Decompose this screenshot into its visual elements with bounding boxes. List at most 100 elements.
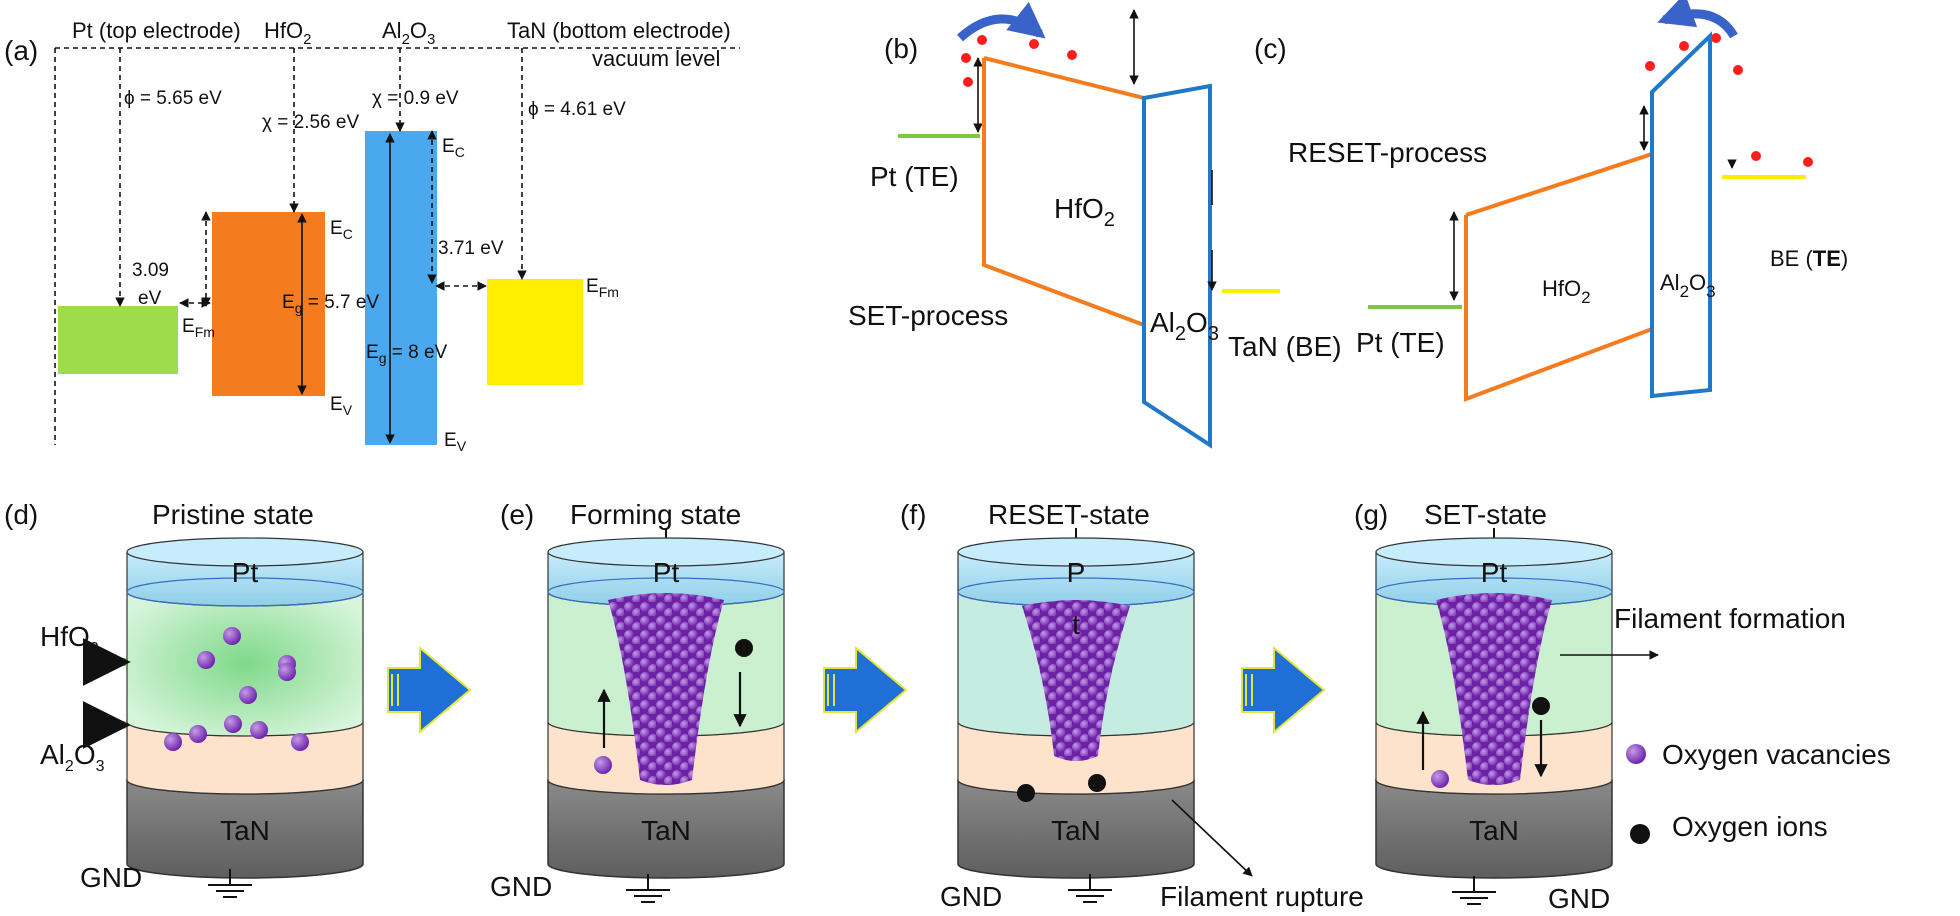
oxygen-vacancy [291,733,309,751]
tunneling-arrow-icon [1657,0,1738,39]
pt-label: Pt [1481,557,1508,588]
pt-top-face [1375,537,1613,567]
panel-b-set-process: (b) Pt (TE) HfO2 SET-process Al2O3 TaN (… [848,1,1342,449]
al2o3-band-outline [1142,83,1212,449]
pt-header: Pt (top electrode) [72,18,241,43]
filament-ruptured [1022,600,1130,761]
hfo2-side-label: HfO2 [40,621,99,657]
cell-title: RESET-state [988,499,1150,530]
efm-left-label: EFm [182,316,215,340]
pt-fermi-block [58,306,178,374]
tan-label: TaN [1051,815,1101,846]
cell-title: Forming state [570,499,741,530]
efm-right-label: EFm [586,276,619,300]
rupture-pointer [1171,799,1253,877]
tan-layer [957,779,1195,879]
ec-al2o3-label: EC [442,136,465,160]
electron-dot [1067,50,1077,60]
oxygen-vacancy [594,756,612,774]
al2o3-band-outline [1650,31,1712,399]
transfer-arrow-icon [823,645,908,735]
vacuum-level-label: vacuum level [592,46,720,71]
oxygen-vacancy [239,686,257,704]
tan-label: TaN [1469,815,1519,846]
ground-icon [1068,874,1112,903]
ground-icon [626,874,670,903]
legend-vacancy-swatch [1626,744,1646,764]
hfo2-band-outline [982,56,1145,327]
set-process-label: SET-process [848,300,1008,331]
tan-be-label: TaN (BE) [1228,331,1342,362]
reset-process-label: RESET-process [1288,137,1487,168]
tan-label: TaN [641,815,691,846]
oxygen-vacancy [278,663,296,681]
gap-pt-unit: eV [138,288,162,309]
al2o3-side-label: Al2O3 [40,739,105,775]
panel-a-label: (a) [4,35,38,66]
electron-dot [1803,157,1813,167]
pt-label: Pt [653,557,680,588]
electron-dot [1645,61,1655,71]
cell-title: SET-state [1424,499,1547,530]
al2o3-label: Al2O3 [1660,270,1716,301]
ev-hfo2-label: EV [330,394,353,418]
electron-dot [963,77,973,87]
tan-layer [547,779,785,879]
electron-dot [1751,151,1761,161]
pt-top-face [126,537,364,567]
pt-label: P [1067,557,1086,588]
legend-vacancies-label: Oxygen vacancies [1662,739,1891,770]
filament [608,593,724,785]
tan-layer [1375,779,1613,879]
transfer-arrow-icon [1241,645,1326,735]
chi-al2o3-label: χ = 0.9 eV [372,88,459,109]
pt-top-face [957,537,1195,567]
gnd-label: GND [490,871,552,902]
ev-al2o3-label: EV [444,430,467,454]
oxygen-vacancy [250,721,268,739]
oxygen-ion [1017,784,1035,802]
chi-hfo2-label: χ = 2.56 eV [262,112,359,133]
oxygen-vacancy [1431,770,1449,788]
oxygen-vacancy [164,733,182,751]
al2o3-band [365,131,437,445]
cell-title: Pristine state [152,499,314,530]
filament-formation-label: Filament formation [1614,603,1846,634]
phi-tan-label: ϕ = 4.61 eV [528,99,626,120]
oxygen-vacancy [197,651,215,669]
cell-label: (f) [900,499,926,530]
gnd-label: GND [80,862,142,893]
pt-label-wrap: t [1072,609,1080,640]
pt-top-face [547,537,785,567]
panel-c-label: (c) [1254,33,1287,64]
hfo2-layer [126,589,364,737]
gap-tan-label: 3.71 eV [438,238,504,259]
tunneling-arrow-icon [956,1,1046,42]
legend-ion-swatch [1630,824,1650,844]
pt-label: Pt [232,557,259,588]
eg-hfo2-label: Eg = 5.7 eV [282,292,379,316]
panel-a-band-diagram: (a) Pt (top electrode) HfO2 Al2O3 TaN (b… [4,18,740,454]
hfo2-label: HfO2 [1542,276,1591,307]
ground-icon [208,869,252,898]
electron-dot [1679,41,1689,51]
eg-al2o3-label: Eg = 8 eV [366,342,448,366]
electron-dot [977,35,987,45]
pt-te-label: Pt (TE) [1356,327,1445,358]
ground-icon [1452,876,1496,905]
phi-pt-label: ϕ = 5.65 eV [124,88,222,109]
electron-dot [1733,65,1743,75]
filament [1436,593,1552,785]
be-te-label: BE (TE) [1770,246,1848,271]
gnd-label: GND [1548,883,1610,914]
hfo2-label: HfO2 [1054,193,1115,231]
ec-hfo2-label: EC [330,218,353,242]
pt-bottom-edge [126,577,364,607]
gnd-label: GND [940,881,1002,912]
oxygen-ion [1532,697,1550,715]
gap-pt-value: 3.09 [132,260,169,281]
tan-layer [126,779,364,879]
cell-label: (g) [1354,499,1388,530]
oxygen-vacancy [223,627,241,645]
